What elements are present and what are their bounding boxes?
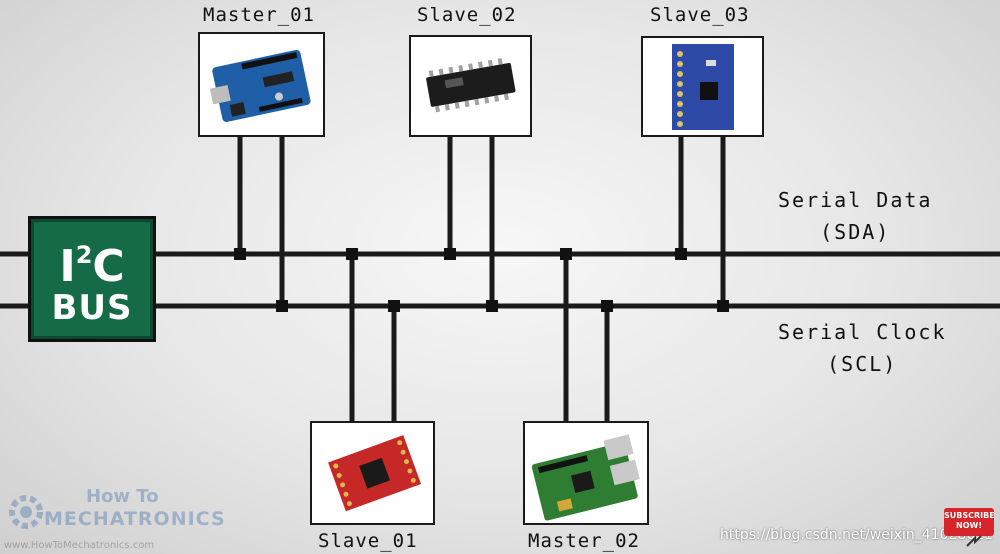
scl-abbr: (SCL) [827, 352, 898, 376]
subscribe-button[interactable]: SUBSCRIBE NOW! [944, 508, 995, 536]
device-slave-02-box [409, 35, 532, 137]
raspberry-pi-icon [531, 434, 640, 521]
watermark-url: www.HowToMechatronics.com [4, 540, 155, 551]
bus-logo-c: C [92, 241, 125, 292]
scl-name: Serial Clock [778, 320, 947, 344]
master-02-label: Master_02 [528, 530, 640, 552]
slave-02-label: Slave_02 [417, 4, 517, 26]
device-slave-03-box [641, 36, 764, 137]
slave-03-label: Slave_03 [650, 4, 750, 26]
slave-01-label: Slave_01 [318, 530, 418, 552]
sda-label: Serial Data (SDA) [778, 184, 932, 248]
device-master-01-box [198, 32, 325, 137]
i2c-bus-logo: I2C BUS [28, 216, 156, 342]
watermark-how-to: How To [86, 486, 159, 507]
red-breakout-board-icon [328, 435, 422, 512]
device-master-02-box [523, 421, 649, 525]
master-01-label: Master_01 [203, 4, 315, 26]
bus-logo-bus: BUS [51, 288, 133, 328]
scl-label: Serial Clock (SCL) [778, 316, 947, 380]
bus-logo-sup: 2 [75, 241, 93, 269]
device-slave-01-box [310, 421, 435, 525]
ic-chip-icon [426, 58, 516, 113]
sensor-module-icon [672, 44, 734, 130]
sda-name: Serial Data [778, 188, 933, 212]
howtomechatronics-watermark: How To MECHATRONICS www.HowToMechatronic… [4, 486, 225, 551]
csdn-watermark: https://blog.csdn.net/weixin_41028621 [720, 527, 994, 543]
watermark-mechatronics: MECHATRONICS [44, 508, 226, 530]
share-icon[interactable] [965, 532, 983, 548]
gear-logo-icon [9, 495, 43, 529]
sda-abbr: (SDA) [820, 220, 891, 244]
bus-logo-i: I [59, 241, 76, 292]
junction-dots [234, 248, 729, 312]
arduino-board-icon [209, 49, 311, 122]
